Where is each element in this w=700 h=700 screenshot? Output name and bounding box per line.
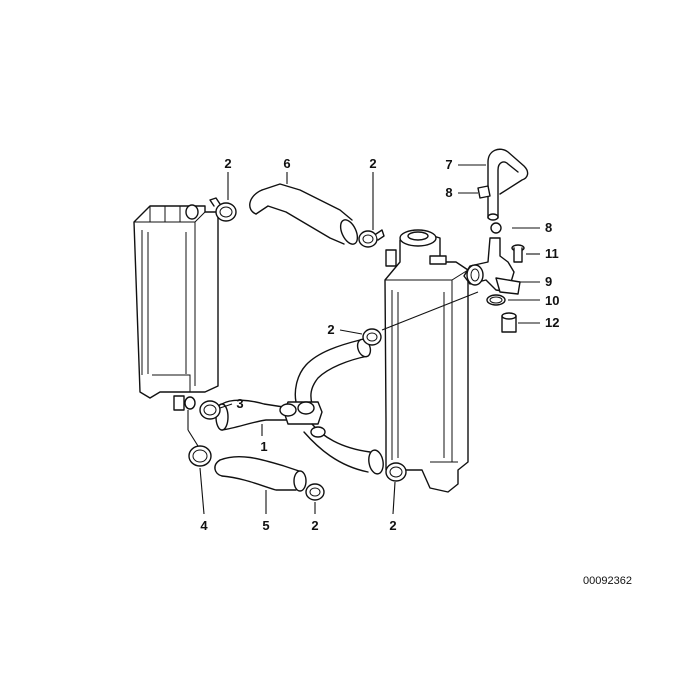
right-radiator [384,229,469,493]
callout-9: 9 [545,274,552,289]
callout-2-middle: 2 [327,322,334,337]
callout-2-bottom-right: 2 [389,518,396,533]
callout-2-top-left: 2 [224,156,231,171]
hose-5 [214,455,307,492]
document-id: 00092362 [583,575,632,587]
callout-8-lower: 8 [545,220,552,235]
left-radiator [133,204,219,411]
clamp-2c [362,328,382,346]
callout-5: 5 [262,518,269,533]
callout-8-upper: 8 [445,185,452,200]
callout-1: 1 [260,439,267,454]
callout-2-top-right: 2 [369,156,376,171]
clamp-4 [188,445,212,467]
thermostat-housing-9 [463,237,521,295]
clamp-2a [209,197,237,222]
bolt-11 [511,244,525,263]
clip-8b [490,222,502,234]
clamp-2d [305,483,325,501]
callout-4: 4 [200,518,208,533]
leader-lines [187,164,540,515]
callout-2-bottom-middle: 2 [311,518,318,533]
callout-6: 6 [283,156,290,171]
clip-8a [477,185,491,199]
callout-10: 10 [545,293,559,308]
callout-11: 11 [545,246,559,261]
hose-7 [487,148,529,221]
clamp-2b [358,229,385,248]
callout-7: 7 [445,157,452,172]
hose-6 [249,183,359,245]
clamp-2e [385,462,407,482]
clamp-3 [199,400,221,420]
callout-3: 3 [236,396,243,411]
sleeve-12 [501,312,517,333]
o-ring-10 [486,294,506,306]
callout-12: 12 [545,315,559,330]
